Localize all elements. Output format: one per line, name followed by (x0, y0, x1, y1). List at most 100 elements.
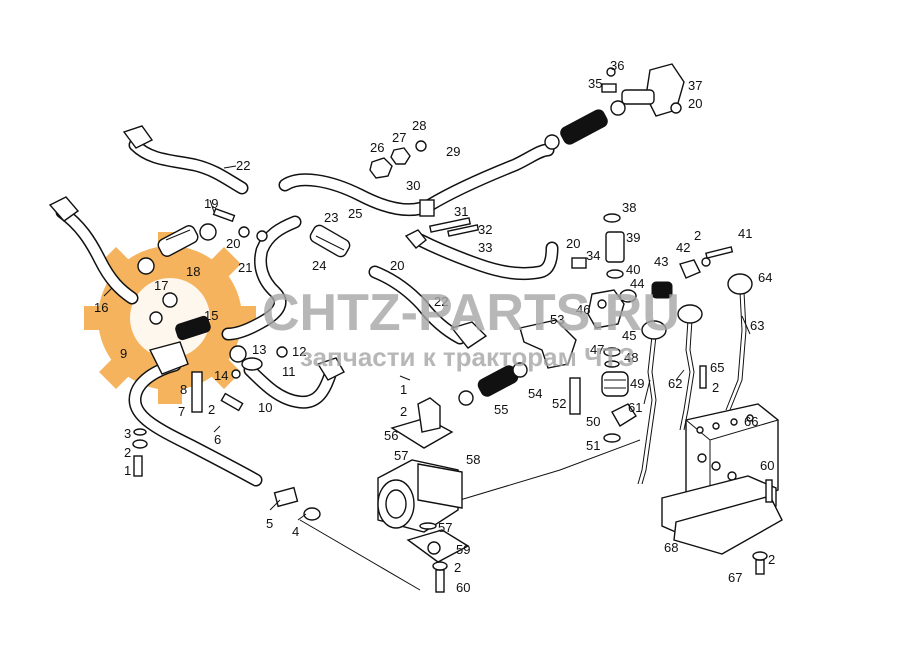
callout-32: 32 (478, 222, 492, 237)
callout-26: 26 (370, 140, 384, 155)
hose-upper-right (560, 109, 608, 145)
pipe-22-middle (368, 265, 488, 349)
callout-48: 48 (624, 350, 638, 365)
callout-65: 65 (710, 360, 724, 375)
callout-57: 57 (394, 448, 408, 463)
callout-46: 46 (576, 302, 590, 317)
hose-clamps (137, 100, 626, 406)
callout-29: 29 (446, 144, 460, 159)
callout-61: 61 (628, 400, 642, 415)
callout-39: 39 (626, 230, 640, 245)
callout-38: 38 (622, 200, 636, 215)
callout-23: 23 (324, 210, 338, 225)
pipe-33 (413, 233, 559, 281)
callout-59: 59 (456, 542, 470, 557)
callout-12: 12 (292, 344, 306, 359)
hose-24 (309, 224, 351, 258)
callout-9: 9 (120, 346, 127, 361)
callout-2: 2 (400, 404, 407, 419)
callout-21: 21 (238, 260, 252, 275)
callout-49: 49 (630, 376, 644, 391)
pipe-10 (243, 357, 345, 409)
callout-54: 54 (528, 386, 542, 401)
callout-2: 2 (768, 552, 775, 567)
callout-numbers: 1 1 2 2 2 2 2 2 2 3 4 5 6 7 8 9 10 11 12… (94, 58, 775, 595)
callout-60: 60 (456, 580, 470, 595)
callout-42: 42 (676, 240, 690, 255)
callout-6: 6 (214, 432, 221, 447)
callout-2: 2 (208, 402, 215, 417)
callout-68: 68 (664, 540, 678, 555)
callout-24: 24 (312, 258, 326, 273)
callout-11: 11 (282, 364, 296, 379)
distributor-valve-66 (661, 365, 783, 575)
hose-18 (157, 225, 199, 257)
callout-2: 2 (712, 380, 719, 395)
callout-17: 17 (154, 278, 168, 293)
callout-8: 8 (180, 382, 187, 397)
fittings-and-hardware (132, 63, 734, 521)
callout-60: 60 (760, 458, 774, 473)
callout-36: 36 (610, 58, 624, 73)
callout-10: 10 (258, 400, 272, 415)
pipe-21 (221, 215, 302, 341)
callout-5: 5 (266, 516, 273, 531)
callout-22: 22 (236, 158, 250, 173)
callout-44: 44 (630, 276, 644, 291)
callout-28: 28 (412, 118, 426, 133)
callout-47: 47 (590, 342, 604, 357)
pump-assembly (377, 397, 470, 593)
callout-51: 51 (586, 438, 600, 453)
callout-13: 13 (252, 342, 266, 357)
callout-34: 34 (586, 248, 600, 263)
callout-67: 67 (728, 570, 742, 585)
callout-63: 63 (750, 318, 764, 333)
callout-20: 20 (566, 236, 580, 251)
callout-33: 33 (478, 240, 492, 255)
callout-55: 55 (494, 402, 508, 417)
callout-50: 50 (586, 414, 600, 429)
watermark-text: CHTZ-PARTS.RU запчасти к тракторам ЧТЗ (262, 284, 680, 372)
callout-30: 30 (406, 178, 420, 193)
callout-52: 52 (552, 396, 566, 411)
callout-45: 45 (622, 328, 636, 343)
control-levers (637, 273, 753, 485)
callout-7: 7 (178, 404, 185, 419)
callout-20: 20 (226, 236, 240, 251)
callout-37: 37 (688, 78, 702, 93)
callout-57: 57 (438, 520, 452, 535)
callout-53: 53 (550, 312, 564, 327)
callout-2: 2 (454, 560, 461, 575)
callout-58: 58 (466, 452, 480, 467)
callout-64: 64 (758, 270, 772, 285)
callout-22: 22 (434, 294, 448, 309)
callout-20: 20 (390, 258, 404, 273)
callout-56: 56 (384, 428, 398, 443)
callout-62: 62 (668, 376, 682, 391)
callout-15: 15 (204, 308, 218, 323)
hose-15 (175, 315, 211, 341)
callout-16: 16 (94, 300, 108, 315)
watermark-brand: CHTZ-PARTS.RU (262, 284, 680, 342)
callout-2: 2 (124, 445, 131, 460)
callout-1: 1 (124, 463, 131, 478)
pipe-22-upper-left (122, 125, 249, 195)
callout-41: 41 (738, 226, 752, 241)
callout-43: 43 (654, 254, 668, 269)
callout-3: 3 (124, 426, 131, 441)
callout-20: 20 (688, 96, 702, 111)
pipe-6 (128, 358, 263, 487)
leader-lines (103, 165, 751, 521)
callout-18: 18 (186, 264, 200, 279)
callout-19: 19 (204, 196, 218, 211)
pipe-16 (48, 196, 139, 305)
watermark-tagline: запчасти к тракторам ЧТЗ (300, 342, 635, 372)
callout-2: 2 (694, 228, 701, 243)
callout-14: 14 (214, 368, 228, 383)
gear-logo-watermark (84, 232, 256, 404)
callout-4: 4 (292, 524, 299, 539)
callout-35: 35 (588, 76, 602, 91)
callout-66: 66 (744, 414, 758, 429)
pipe-lower-right (299, 439, 641, 591)
